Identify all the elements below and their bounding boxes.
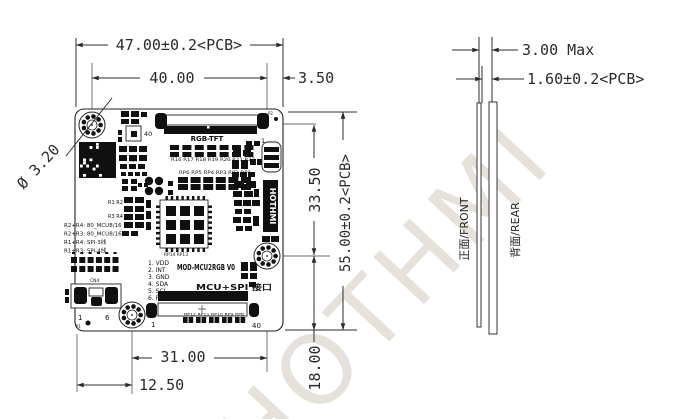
r3r4-label: R3 R4 — [108, 214, 123, 220]
mcu-spi-connector: 1 40 — [146, 291, 261, 330]
rgb-tft-connector: 40 1 RGB-TFT — [144, 113, 269, 145]
top-pin40-label: 40 — [144, 130, 152, 138]
rgb-tft-label: RGB-TFT — [191, 135, 224, 143]
pin-list-item: 1. VDD — [148, 260, 169, 267]
config-line: R1+R3: SPI-4线 — [64, 247, 107, 255]
pad-labels-top: R16 R17 R18 R19 R20 R21 R22 — [171, 157, 256, 162]
dimension-max-thickness: 3.00 Max — [522, 41, 594, 59]
top-pin1-label: 1 — [261, 137, 265, 145]
cn4-label: CN4 — [90, 278, 100, 284]
side-jack — [261, 141, 282, 173]
dimension-hole-diameter: Ø 3.20 — [13, 141, 63, 193]
rear-side-label: 背面/REAR — [508, 202, 522, 258]
c17-label: C17 — [130, 158, 138, 163]
silkscreen-text: R1 R2 R3 R4 C17 R2+R4: 80_MCU8/16 R2+R3:… — [64, 157, 272, 317]
config-line: R2+R4: 80_MCU8/16 — [64, 223, 122, 229]
bottom-pin40-label: 40 — [252, 322, 261, 330]
module-name: MOD-MCU2RGB V0 — [177, 263, 235, 272]
r1r2-label: R1 R2 — [108, 200, 123, 206]
pad-labels-mid: RP6 RP5 RP4 RP3 RP2 RP1 — [179, 170, 252, 175]
qr-code — [79, 142, 116, 178]
cn4-pin1-label: 1 — [78, 314, 82, 322]
dimension-left-offset: 12.50 — [139, 376, 184, 394]
p1-label: P1 — [76, 324, 81, 329]
hole-leader-line — [65, 97, 113, 157]
side-view: 3.00 Max 1.60±0.2<PCB> 正面/FRONT 背面/REAR — [452, 37, 644, 335]
p2-testpoint — [274, 117, 278, 121]
side-rear-profile — [488, 101, 498, 335]
bottom-pin1-label: 1 — [151, 321, 155, 329]
dimension-overall-height: 55.00±0.2<PCB> — [338, 154, 354, 272]
pin-list-item: 3. GND — [148, 274, 170, 281]
config-line: R2+R3: 80_MCU8/16 — [64, 232, 122, 238]
dimension-hole-span-bottom: 31.00 — [160, 348, 205, 366]
pin-list-item: 5. SCL — [148, 288, 168, 295]
side-pcb-profile — [476, 102, 482, 328]
front-side-label: 正面/FRONT — [458, 197, 471, 261]
pad-labels-bottom: RP12 RP11 RP10 RP9 RP8 — [184, 312, 245, 317]
brand-bar: HOTHMI — [263, 180, 278, 232]
dimension-lines — [75, 42, 346, 388]
main-chip — [156, 196, 212, 252]
mounting-hole — [253, 242, 281, 270]
mounting-hole — [118, 301, 146, 329]
component-decor — [65, 111, 279, 323]
p2-label: P2 — [268, 111, 273, 116]
pin-list-item: 2. INT — [148, 267, 166, 274]
dimension-right-offset: 3.50 — [298, 69, 334, 87]
pad-labels-chip: RP14 RP13 — [164, 252, 188, 257]
dimension-hole-span-width: 40.00 — [149, 69, 194, 87]
dimension-pcb-thickness: 1.60±0.2<PCB> — [527, 70, 644, 88]
pin-list-item: 4. SDA — [148, 281, 169, 288]
brand-label: HOTHMI — [268, 188, 277, 225]
dimension-hole-span-height: 33.50 — [306, 167, 324, 212]
dimension-overall-width: 47.00±0.2<PCB> — [116, 36, 242, 54]
interface-label: MCU+SPI 接口 — [196, 282, 272, 292]
dimension-bottom-offset: 18.00 — [306, 345, 324, 390]
pin-list-item: 6. RTN — [148, 295, 168, 302]
cn4-connector: CN4 1 6 P1 — [70, 278, 122, 329]
config-line: R1+R4: SPI-3线 — [64, 238, 107, 246]
cn4-pin6-label: 6 — [105, 314, 110, 322]
